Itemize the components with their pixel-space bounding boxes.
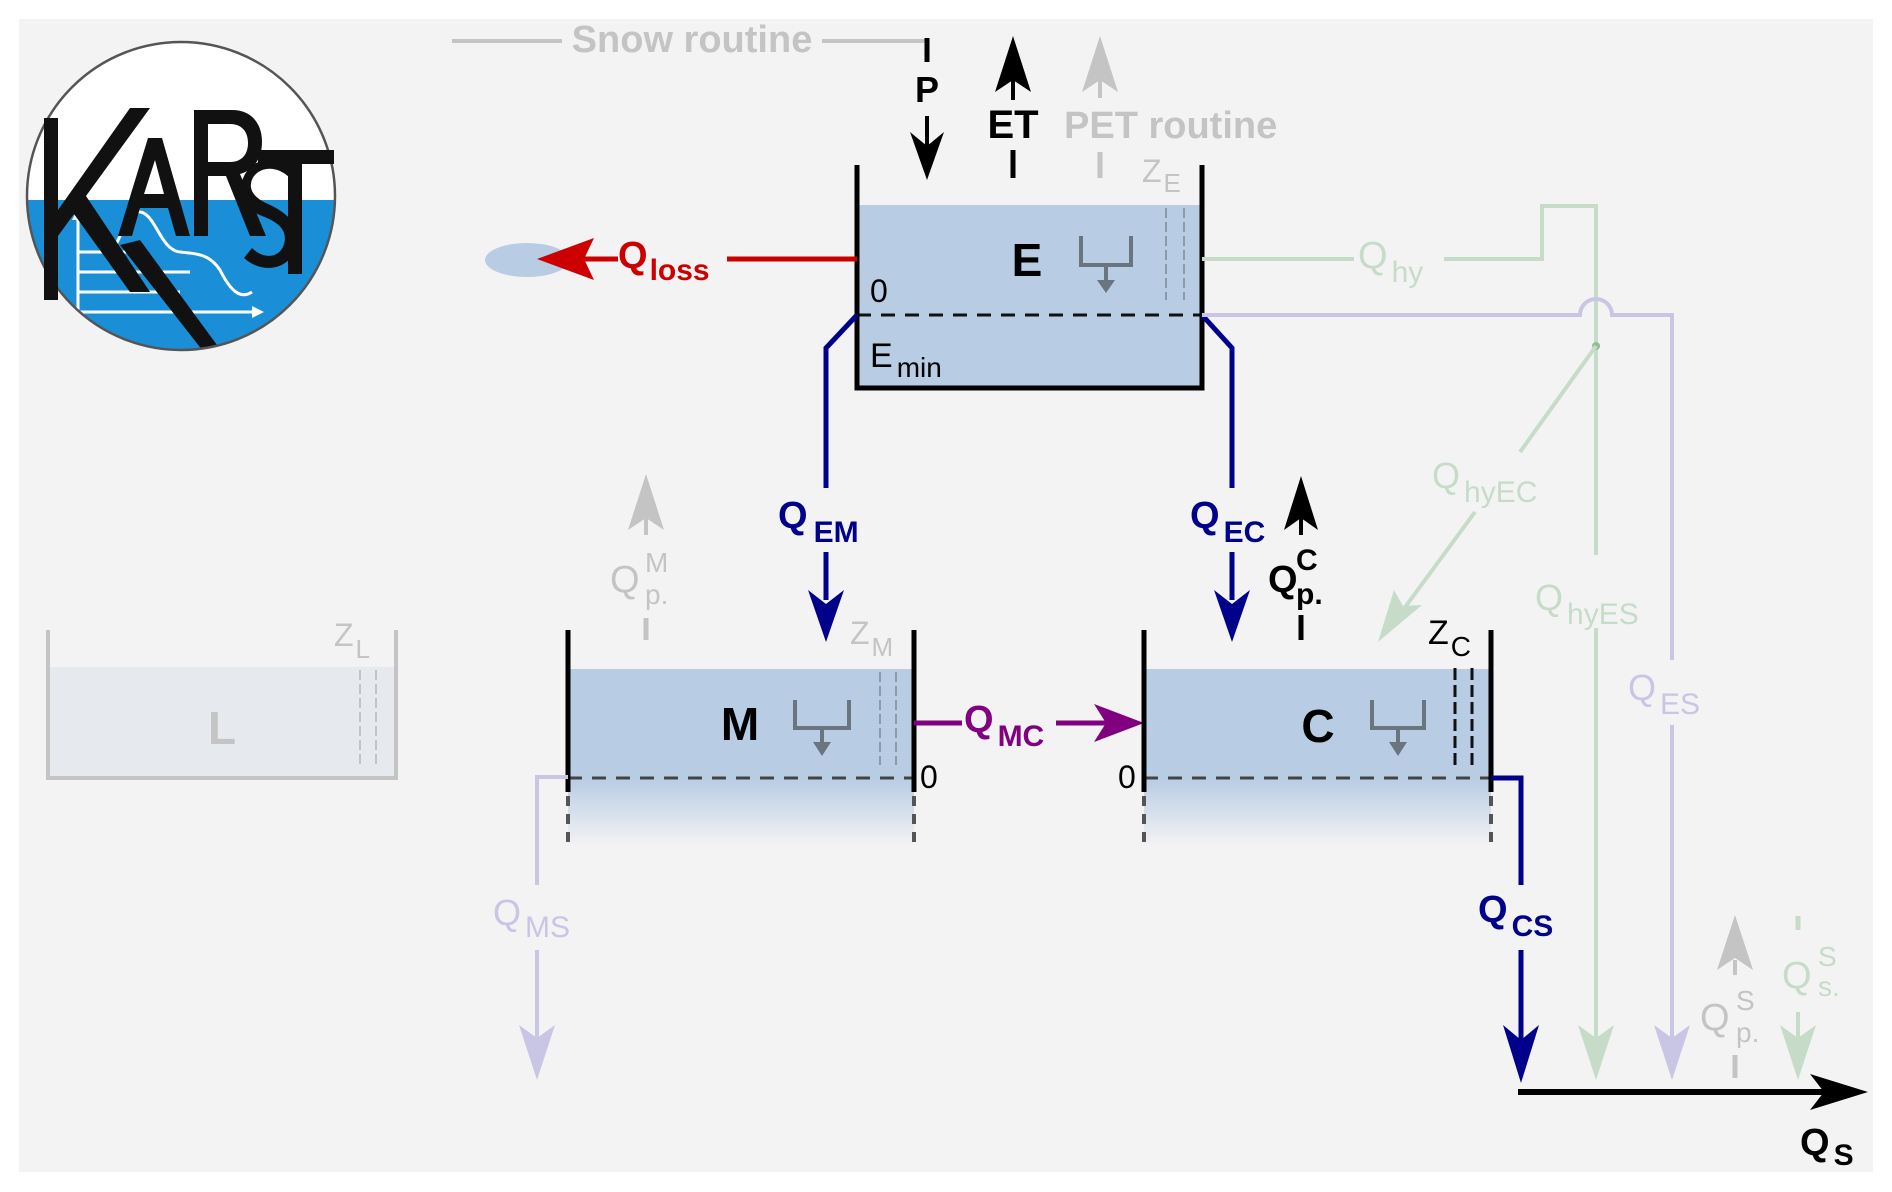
water-level-icon	[1370, 700, 1426, 756]
flux-Q-sS-sub: s.	[1818, 971, 1840, 1002]
precipitation-arrow: P	[910, 38, 944, 180]
flux-Q-pM-sup: M	[645, 547, 668, 578]
flux-Q-hy	[1202, 204, 1598, 1040]
store-E-capacity: ZE	[1142, 153, 1181, 198]
evapotranspiration-arrow: ET	[987, 36, 1039, 178]
flux-Q-pC-sub: p.	[1296, 578, 1323, 611]
flux-Q-pS-sub: p.	[1736, 1017, 1759, 1048]
snow-routine: Snow routine	[452, 19, 927, 61]
flux-Q-sS: Q S s.	[1780, 916, 1840, 1080]
flux-Q-pM-sub: p.	[645, 579, 668, 610]
flux-Q-sS-label: Q	[1782, 955, 1812, 997]
store-L-capacity: ZL	[334, 617, 370, 664]
store-C-capacity: ZC	[1428, 614, 1471, 662]
flux-Q-pC-sup: C	[1296, 544, 1318, 577]
store-C: C 0 ZC	[1118, 614, 1494, 846]
flux-Q-loss-label: Qloss	[618, 235, 710, 287]
flux-Q-sS-sup: S	[1818, 941, 1837, 972]
flux-Q-pS: Q S p.	[1700, 915, 1759, 1078]
water-level-icon	[1079, 236, 1133, 293]
store-M-label: M	[721, 698, 759, 750]
evapotranspiration-label: ET	[987, 103, 1038, 147]
store-C-label: C	[1301, 700, 1334, 752]
store-L: L ZL	[46, 617, 398, 780]
flux-Q-pC: Q C p.	[1268, 476, 1323, 640]
flux-Q-pS-label: Q	[1700, 997, 1730, 1039]
precipitation-label: P	[915, 69, 939, 110]
water-level-icon	[793, 700, 851, 756]
pet-routine-label: PET routine	[1064, 105, 1277, 147]
flux-Q-pM-label: Q	[610, 559, 640, 601]
store-E-zero: 0	[870, 273, 888, 309]
store-M-capacity: ZM	[850, 615, 893, 662]
store-E-label: E	[1012, 234, 1043, 286]
store-L-label: L	[208, 702, 236, 754]
flux-Q-pC-label: Q	[1268, 559, 1298, 601]
logo-letters	[44, 108, 334, 300]
pet-routine: PET routine	[1064, 36, 1277, 178]
loss-sink	[485, 243, 569, 277]
flux-Q-hyES-arrowhead	[1578, 1025, 1614, 1080]
store-M-zero: 0	[920, 759, 938, 795]
flux-Q-pS-sup: S	[1736, 985, 1755, 1016]
flux-Q-pM: Q M p.	[610, 474, 668, 640]
flux-Q-loss: Qloss	[485, 235, 857, 287]
logo-ring	[25, 40, 337, 352]
snow-routine-label: Snow routine	[572, 19, 813, 61]
store-M: M 0 ZM	[565, 615, 938, 846]
store-C-zero: 0	[1118, 759, 1136, 795]
